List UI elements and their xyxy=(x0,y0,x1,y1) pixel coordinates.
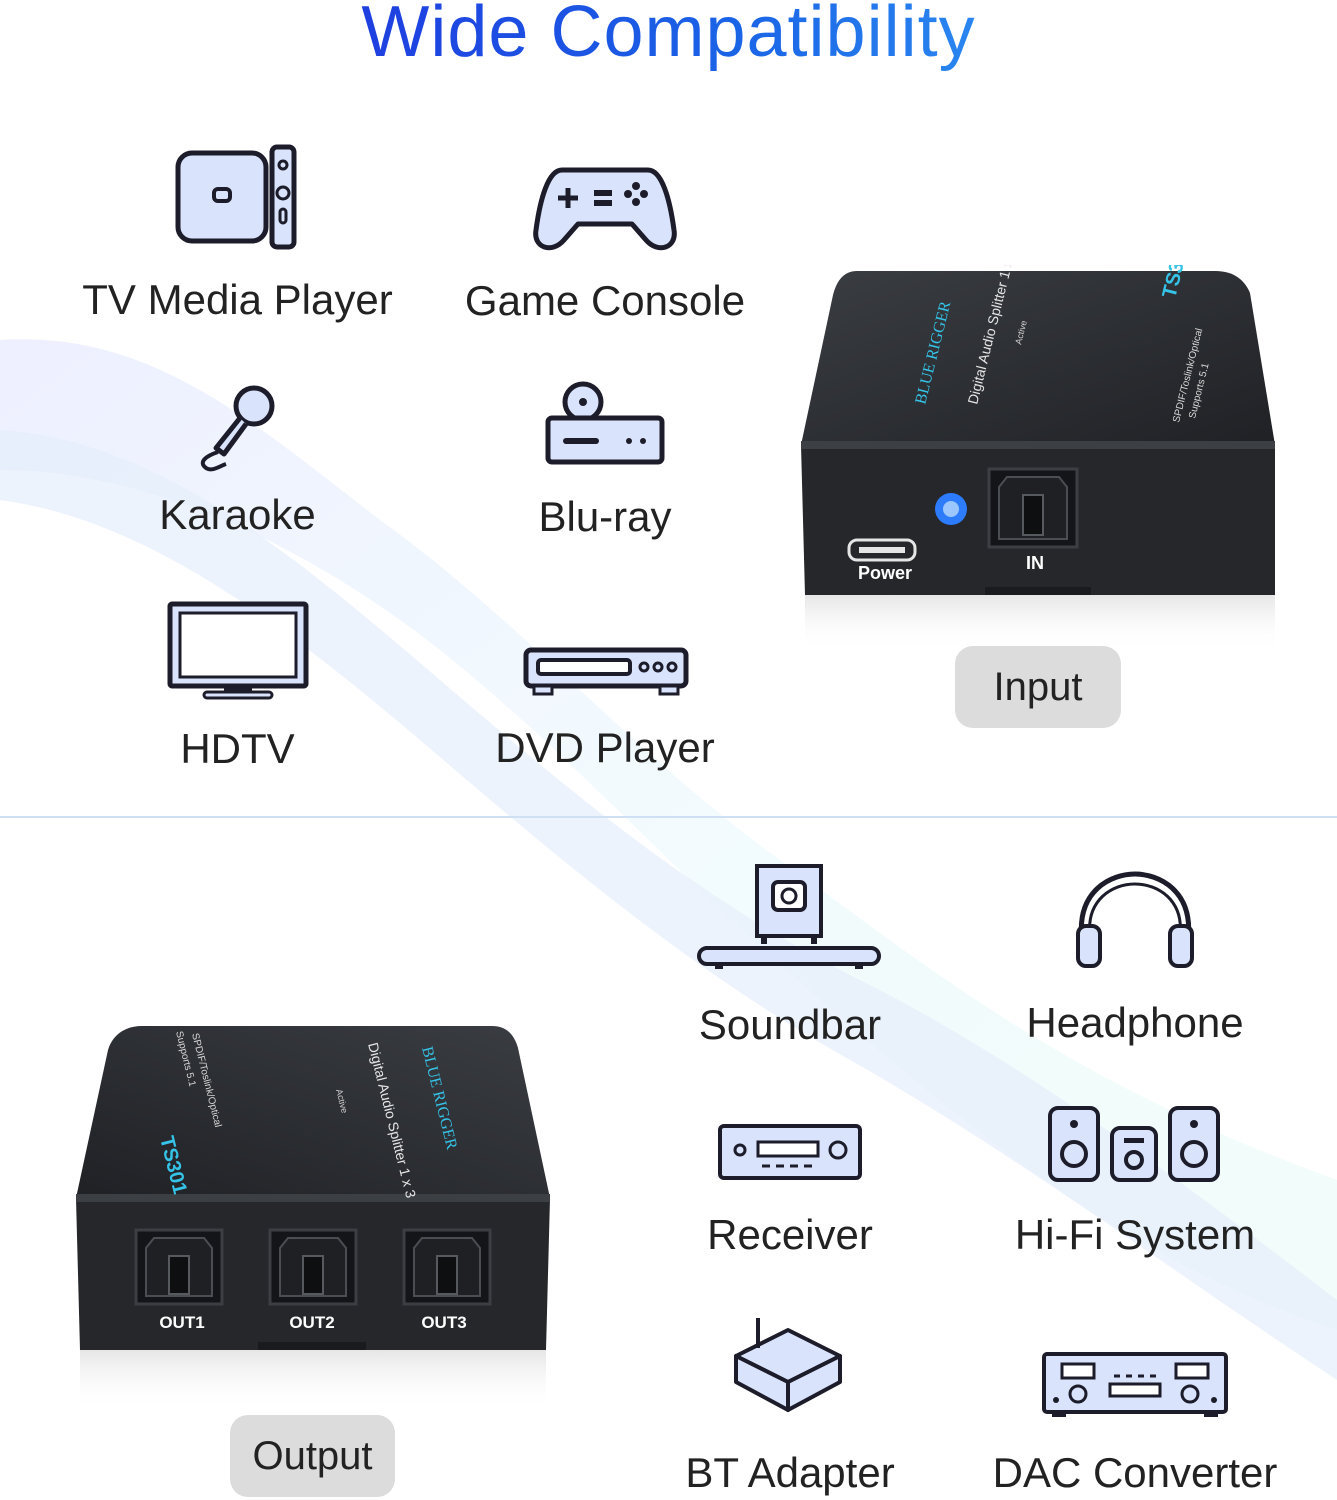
source-label-blu-ray: Blu-ray xyxy=(538,493,672,540)
headphone-icon xyxy=(1076,871,1194,968)
page-title: Wide Compatibility xyxy=(0,0,1337,72)
source-label-hdtv: HDTV xyxy=(180,725,295,772)
source-label-game-console: Game Console xyxy=(464,277,746,324)
bt-adapter-icon xyxy=(734,1318,842,1412)
input-in-label: IN xyxy=(1026,553,1044,573)
output-port-2 xyxy=(268,1228,358,1306)
output-label-headphone: Headphone xyxy=(1026,999,1244,1046)
input-caption-badge: Input xyxy=(955,646,1121,728)
output-caption-badge: Output xyxy=(230,1415,395,1497)
source-label-dvd-player: DVD Player xyxy=(495,724,715,771)
input-splitter-device: Power IN BLUE RIGGER Digital Audio Split… xyxy=(801,265,1275,650)
input-power-label: Power xyxy=(858,563,912,583)
output-port-1 xyxy=(134,1228,224,1306)
section-divider xyxy=(0,816,1337,818)
output-label-soundbar: Soundbar xyxy=(698,1001,882,1048)
source-label-tv-media-player: TV Media Player xyxy=(82,276,393,323)
output-label-hifi-system: Hi-Fi System xyxy=(1014,1211,1256,1258)
game-controller-icon xyxy=(533,167,677,251)
receiver-icon xyxy=(718,1124,862,1180)
blu-ray-player-icon xyxy=(545,381,665,465)
output-label-receiver: Receiver xyxy=(707,1211,873,1258)
dac-converter-icon xyxy=(1042,1352,1228,1417)
microphone-icon xyxy=(200,385,275,472)
output-label-dac-converter: DAC Converter xyxy=(992,1449,1278,1496)
output-splitter-device: OUT1 OUT2 OUT3 BLUE RIGGER Digital Audio… xyxy=(76,1026,550,1410)
tv-media-player-icon xyxy=(175,144,297,250)
output-port-label-3: OUT3 xyxy=(421,1313,466,1332)
source-label-karaoke: Karaoke xyxy=(159,491,316,538)
output-label-bt-adapter: BT Adapter xyxy=(685,1449,895,1496)
dvd-player-icon xyxy=(523,647,689,696)
tv-icon xyxy=(167,601,309,700)
soundbar-icon xyxy=(697,864,881,969)
output-port-label-2: OUT2 xyxy=(289,1313,334,1332)
output-port-3 xyxy=(402,1228,492,1306)
output-port-label-1: OUT1 xyxy=(159,1313,204,1332)
hifi-speakers-icon xyxy=(1048,1106,1220,1182)
